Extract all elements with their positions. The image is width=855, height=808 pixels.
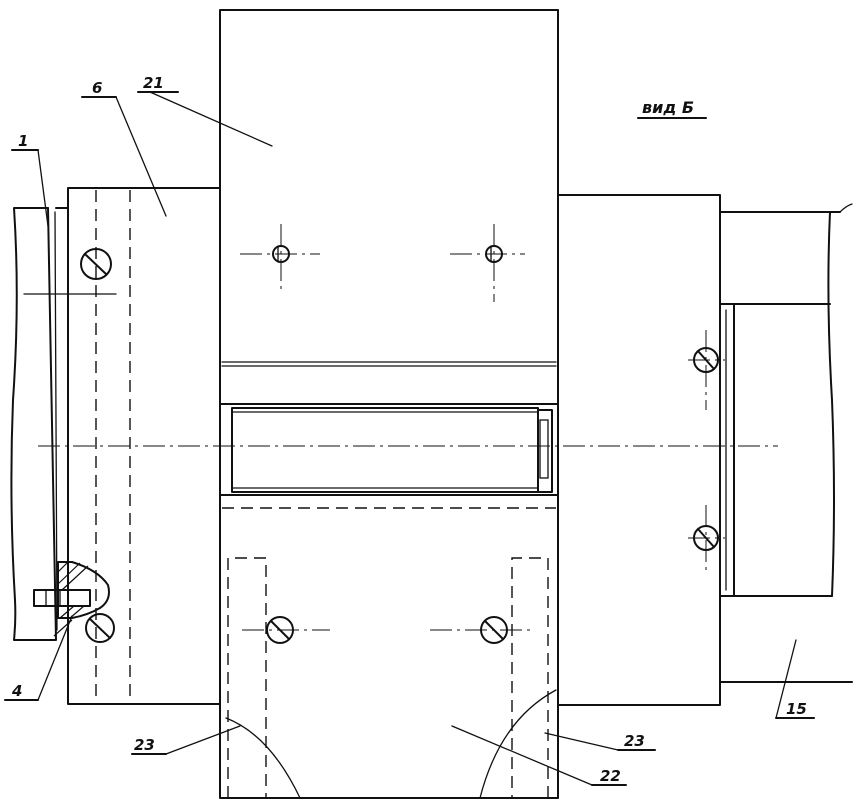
label-22: 22 [600,767,621,785]
label-23-right: 23 [624,732,645,750]
label-6: 6 [92,79,102,97]
label-23-left: 23 [134,736,155,754]
left-shaft [10,207,69,641]
label-15: 15 [786,700,807,718]
set-screw-detail [33,561,110,637]
right-block [557,194,725,706]
label-4: 4 [11,682,22,700]
label-21: 21 [143,74,164,92]
label-1: 1 [18,132,28,150]
view-title: вид Б [642,98,694,117]
central-slider [219,9,559,799]
right-shaft [719,203,853,683]
leaders [4,91,815,786]
